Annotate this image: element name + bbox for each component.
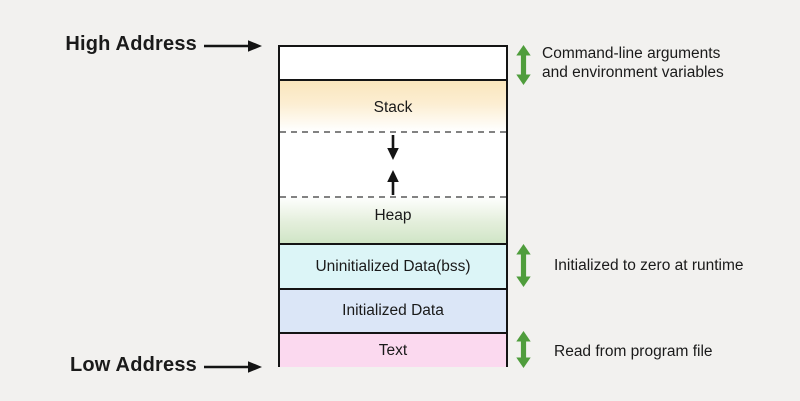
stack-boundary-dashed-line [280, 131, 506, 133]
heap-growth-up-arrow-icon [385, 170, 401, 200]
annotation-bss: Initialized to zero at runtime [554, 257, 744, 274]
segment-stack-heap: Stack Heap [280, 81, 506, 245]
segment-initialized-data: Initialized Data [280, 290, 506, 334]
heap-label: Heap [374, 207, 412, 224]
text-segment-label: Text [378, 341, 408, 359]
high-address-label: High Address [65, 33, 197, 55]
annotation-args-line1: Command-line arguments [542, 45, 721, 62]
annotation-args-line2: and environment variables [542, 64, 724, 81]
initialized-data-label: Initialized Data [342, 302, 444, 319]
heap-boundary-dashed-line [280, 196, 506, 198]
segment-text: Text [280, 334, 506, 367]
text-range-double-arrow-icon [515, 331, 532, 373]
memory-box: Stack Heap Uninitialized Data(bss) Ini [278, 45, 508, 367]
bss-range-double-arrow-icon [515, 244, 532, 292]
bss-label: Uninitialized Data(bss) [315, 257, 471, 275]
segment-args-env [280, 47, 506, 81]
low-address-label: Low Address [69, 354, 197, 376]
annotation-text: Read from program file [554, 343, 713, 360]
stack-label: Stack [373, 99, 413, 116]
segment-bss: Uninitialized Data(bss) [280, 245, 506, 290]
low-address-pointer-arrow-icon [204, 360, 262, 379]
args-range-double-arrow-icon [515, 45, 532, 90]
stack-growth-down-arrow-icon [385, 135, 401, 165]
annotation-args-env: Command-line arguments and environment v… [542, 44, 724, 82]
high-address-pointer-arrow-icon [204, 39, 262, 58]
